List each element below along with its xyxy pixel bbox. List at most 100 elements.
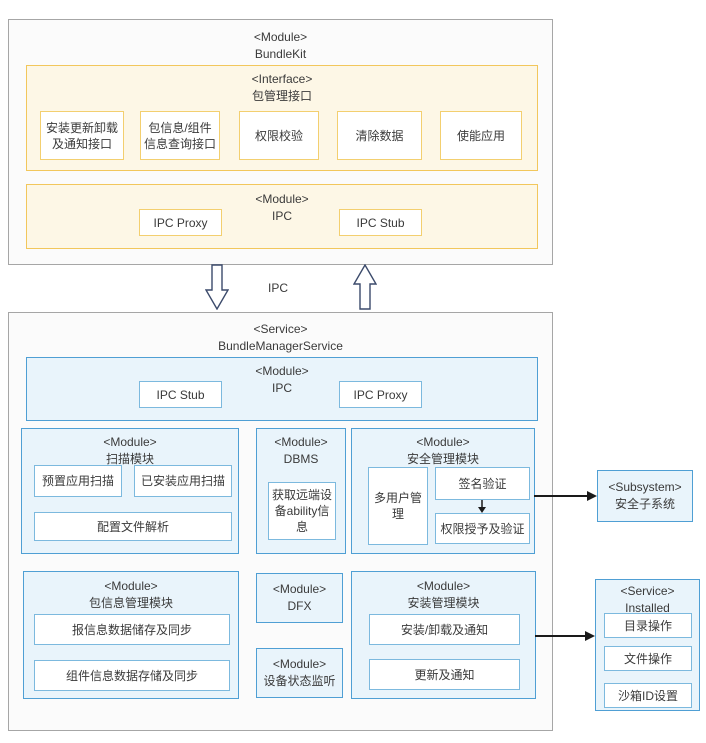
preset-app-scan-label: 预置应用扫描 xyxy=(41,474,114,488)
api-box-clear-data: 清除数据 xyxy=(337,111,422,160)
dbms-module-panel: <Module> DBMS 获取远端设备ability信息 xyxy=(256,428,346,554)
service-header: <Service> BundleManagerService xyxy=(9,321,552,355)
api-box-install-notify-label: 安装更新卸载及通知接口 xyxy=(45,120,118,151)
service-title: BundleManagerService xyxy=(218,339,343,353)
dfx-module-panel: <Module> DFX xyxy=(256,573,343,623)
bundlekit-stereotype: <Module> xyxy=(253,30,308,44)
subsystem-title: 安全子系统 xyxy=(614,497,675,511)
multi-user-box: 多用户管理 xyxy=(368,467,428,545)
device-status-stereotype: <Module> xyxy=(272,657,327,671)
api-box-clear-data-label: 清除数据 xyxy=(355,128,404,143)
multi-user-label: 多用户管理 xyxy=(373,491,422,521)
install-module-stereotype: <Module> xyxy=(416,579,471,593)
installed-app-scan-box: 已安装应用扫描 xyxy=(134,465,232,497)
ipc-service-header: <Module> IPC xyxy=(27,363,537,397)
ipc-proxy-box-service: IPC Proxy xyxy=(339,381,422,408)
bundle-data-store-label: 报信息数据储存及同步 xyxy=(71,622,192,637)
config-parse-label: 配置文件解析 xyxy=(96,519,169,534)
scan-module-title: 扫描模块 xyxy=(105,452,154,466)
api-box-permission-check-label: 权限校验 xyxy=(254,128,303,143)
installed-service-header: <Service> Installed xyxy=(596,583,699,617)
installed-app-scan-label: 已安装应用扫描 xyxy=(140,474,225,488)
dbms-module-stereotype: <Module> xyxy=(274,435,328,449)
config-parse-box: 配置文件解析 xyxy=(34,512,232,541)
ipc-service-panel: <Module> IPC IPC Stub IPC Proxy xyxy=(26,357,538,421)
ipc-top-header: <Module> IPC xyxy=(27,191,537,225)
bundle-info-header: <Module> 包信息管理模块 xyxy=(24,578,238,612)
security-module-header: <Module> 安全管理模块 xyxy=(352,434,534,468)
ipc-service-title: IPC xyxy=(271,381,292,395)
security-to-subsystem-arrow-icon xyxy=(534,490,597,502)
component-data-store-label: 组件信息数据存储及同步 xyxy=(65,668,198,683)
sandbox-id-label: 沙箱ID设置 xyxy=(617,688,678,703)
security-module-panel: <Module> 安全管理模块 多用户管理 签名验证 权限授予及验证 xyxy=(351,428,535,554)
dfx-title: DFX xyxy=(287,599,312,613)
install-to-installed-arrow-icon xyxy=(535,630,595,642)
ipc-stub-box-service: IPC Stub xyxy=(139,381,222,408)
permission-grant-box: 权限授予及验证 xyxy=(435,513,530,544)
bundlekit-title: BundleKit xyxy=(254,47,307,61)
dbms-module-title: DBMS xyxy=(283,452,319,466)
device-status-title: 设备状态监听 xyxy=(263,674,336,688)
api-box-install-notify: 安装更新卸载及通知接口 xyxy=(40,111,124,160)
api-box-query: 包信息/组件信息查询接口 xyxy=(140,111,220,160)
api-box-permission-check: 权限校验 xyxy=(239,111,319,160)
signature-verify-label: 签名验证 xyxy=(458,476,507,491)
bundle-manager-service-panel: <Service> BundleManagerService <Module> … xyxy=(8,312,553,731)
installed-title: Installed xyxy=(625,601,670,615)
scan-module-panel: <Module> 扫描模块 预置应用扫描 已安装应用扫描 配置文件解析 xyxy=(21,428,239,554)
ipc-stub-top-label: IPC Stub xyxy=(356,215,405,230)
dfx-stereotype: <Module> xyxy=(272,582,327,596)
bundlekit-header: <Module> BundleKit xyxy=(9,29,552,63)
ipc-connector-label: IPC xyxy=(267,281,288,295)
install-module-header: <Module> 安装管理模块 xyxy=(352,578,535,612)
signature-to-grant-arrow-icon xyxy=(477,500,487,513)
ipc-service-stereotype: <Module> xyxy=(255,364,309,378)
device-status-module-panel: <Module> 设备状态监听 xyxy=(256,648,343,698)
ipc-stub-box-top: IPC Stub xyxy=(339,209,422,236)
install-uninstall-notify-box: 安装/卸载及通知 xyxy=(369,614,520,645)
ipc-top-stereotype: <Module> xyxy=(255,192,309,206)
dbms-module-header: <Module> DBMS xyxy=(257,434,345,468)
ipc-stub-service-label: IPC Stub xyxy=(156,387,205,402)
scan-module-header: <Module> 扫描模块 xyxy=(22,434,238,468)
package-interface-stereotype: <Interface> xyxy=(251,72,313,86)
ipc-proxy-top-label: IPC Proxy xyxy=(153,215,208,230)
ipc-proxy-service-label: IPC Proxy xyxy=(353,387,408,402)
ipc-down-arrow-icon xyxy=(205,264,229,310)
security-module-stereotype: <Module> xyxy=(416,435,470,449)
security-subsystem-panel: <Subsystem> 安全子系统 xyxy=(597,470,693,522)
signature-verify-box: 签名验证 xyxy=(435,467,530,500)
file-operation-label: 文件操作 xyxy=(623,651,672,666)
update-notify-label: 更新及通知 xyxy=(414,667,475,682)
api-box-query-label: 包信息/组件信息查询接口 xyxy=(143,120,216,151)
ipc-top-panel: <Module> IPC IPC Proxy IPC Stub xyxy=(26,184,538,249)
bundle-info-module-panel: <Module> 包信息管理模块 报信息数据储存及同步 组件信息数据存储及同步 xyxy=(23,571,239,699)
ipc-up-arrow-icon xyxy=(353,264,377,310)
bundlekit-panel: <Module> BundleKit <Interface> 包管理接口 安装更… xyxy=(8,19,553,265)
permission-grant-label: 权限授予及验证 xyxy=(440,521,525,536)
api-box-enable-app-label: 使能应用 xyxy=(456,128,505,143)
ipc-proxy-box-top: IPC Proxy xyxy=(139,209,222,236)
file-operation-box: 文件操作 xyxy=(604,646,692,671)
installed-service-panel: <Service> Installed 目录操作 文件操作 沙箱ID设置 xyxy=(595,579,700,711)
install-uninstall-notify-label: 安装/卸载及通知 xyxy=(400,622,489,637)
package-interface-header: <Interface> 包管理接口 xyxy=(27,71,537,105)
dir-operation-label: 目录操作 xyxy=(623,618,672,633)
sandbox-id-box: 沙箱ID设置 xyxy=(604,683,692,708)
install-module-panel: <Module> 安装管理模块 安装/卸载及通知 更新及通知 xyxy=(351,571,536,699)
preset-app-scan-box: 预置应用扫描 xyxy=(34,465,122,497)
bundle-data-store-box: 报信息数据储存及同步 xyxy=(34,614,230,645)
component-data-store-box: 组件信息数据存储及同步 xyxy=(34,660,230,691)
remote-ability-label: 获取远端设备ability信息 xyxy=(271,488,332,534)
security-module-title: 安全管理模块 xyxy=(406,452,479,466)
subsystem-stereotype: <Subsystem> xyxy=(608,480,682,494)
package-interface-panel: <Interface> 包管理接口 安装更新卸载及通知接口 包信息/组件信息查询… xyxy=(26,65,538,171)
bundle-info-stereotype: <Module> xyxy=(104,579,158,593)
service-stereotype: <Service> xyxy=(253,322,308,336)
remote-ability-box: 获取远端设备ability信息 xyxy=(268,482,336,540)
scan-module-stereotype: <Module> xyxy=(103,435,157,449)
ipc-top-title: IPC xyxy=(271,209,292,223)
installed-stereotype: <Service> xyxy=(620,584,675,598)
